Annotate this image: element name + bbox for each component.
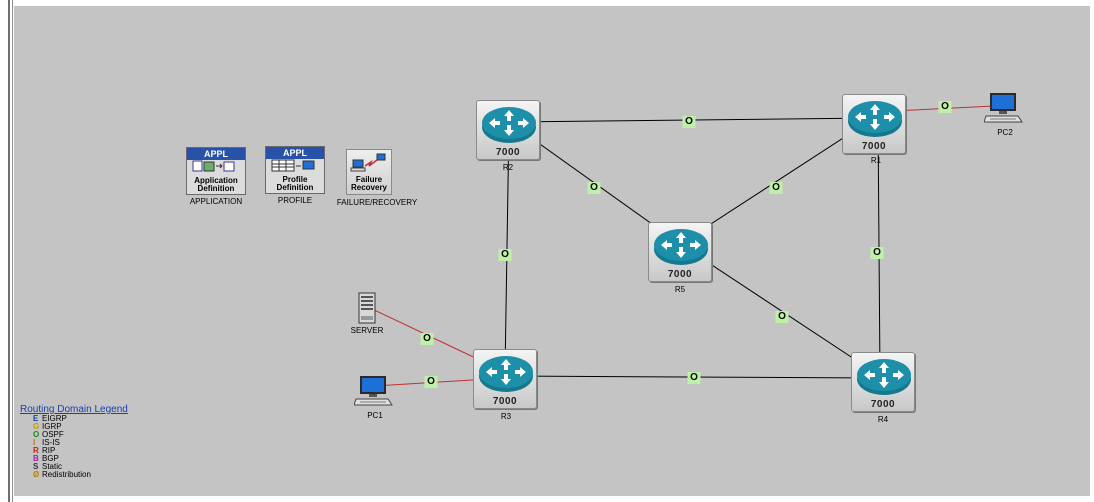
router-label-r1: R1 bbox=[870, 156, 882, 165]
left-border-inner bbox=[12, 0, 13, 502]
router-model: 7000 bbox=[492, 396, 518, 407]
pc2-label: PC2 bbox=[997, 128, 1013, 137]
pc1-workstation-icon[interactable] bbox=[354, 375, 394, 407]
router-icon bbox=[848, 101, 902, 137]
router-icon bbox=[654, 229, 708, 265]
profile-definition-object[interactable]: APPL Profile Definition bbox=[265, 146, 325, 194]
link-tag-server-r3[interactable]: O bbox=[420, 333, 434, 345]
router-label-r3: R3 bbox=[500, 412, 512, 421]
legend-title[interactable]: Routing Domain Legend bbox=[20, 404, 128, 415]
link-tag-r1-pc2[interactable]: O bbox=[938, 101, 952, 113]
link-tag-r2-r5[interactable]: O bbox=[587, 182, 601, 194]
server-label: SERVER bbox=[350, 326, 384, 335]
pc2-workstation-icon[interactable] bbox=[984, 92, 1024, 124]
application-header: APPL bbox=[187, 148, 245, 160]
router-icon bbox=[479, 356, 533, 392]
profile-icon bbox=[271, 159, 315, 172]
server-icon[interactable] bbox=[358, 292, 376, 324]
router-label-r2: R2 bbox=[502, 163, 514, 172]
link-tag-r1-r5[interactable]: O bbox=[769, 182, 783, 194]
router-r1[interactable]: 7000 bbox=[842, 94, 906, 154]
network-canvas[interactable]: O O O O O O O O O O 7000 R2 7000 R1 bbox=[14, 6, 1090, 496]
application-label: APPLICATION bbox=[189, 197, 243, 206]
router-label-r4: R4 bbox=[877, 415, 889, 424]
profile-header: APPL bbox=[266, 147, 324, 159]
profile-caption: Profile Definition bbox=[276, 175, 314, 192]
router-r3[interactable]: 7000 bbox=[473, 349, 537, 409]
router-model: 7000 bbox=[861, 141, 887, 152]
router-model: 7000 bbox=[870, 399, 896, 410]
link-tag-r2-r3[interactable]: O bbox=[498, 249, 512, 261]
pc1-label: PC1 bbox=[367, 411, 383, 420]
profile-label: PROFILE bbox=[277, 196, 313, 205]
router-r5[interactable]: 7000 bbox=[648, 222, 712, 282]
router-r2[interactable]: 7000 bbox=[476, 100, 540, 160]
application-icon bbox=[192, 160, 235, 172]
failure-recovery-object[interactable]: Failure Recovery bbox=[346, 149, 392, 195]
router-label-r5: R5 bbox=[674, 285, 686, 294]
link-layer bbox=[369, 105, 995, 387]
failure-recovery-caption: Failure Recovery bbox=[350, 175, 388, 192]
router-icon bbox=[857, 359, 911, 395]
router-r4[interactable]: 7000 bbox=[851, 352, 915, 412]
failure-recovery-icon bbox=[350, 153, 386, 172]
link-r1-r5[interactable] bbox=[679, 117, 875, 245]
failure-recovery-label: FAILURE/RECOVERY bbox=[336, 198, 418, 207]
link-tag-r5-r4[interactable]: O bbox=[775, 311, 789, 323]
link-r5-r4[interactable] bbox=[679, 243, 881, 377]
router-model: 7000 bbox=[667, 269, 693, 280]
application-definition-object[interactable]: APPL Application Definition bbox=[186, 147, 246, 195]
link-tag-r2-r1[interactable]: O bbox=[682, 116, 696, 128]
router-icon bbox=[482, 107, 536, 143]
left-border bbox=[8, 0, 10, 502]
application-caption: Application Definition bbox=[194, 176, 238, 193]
link-tag-r1-r4[interactable]: O bbox=[870, 247, 884, 259]
link-tag-r3-r4[interactable]: O bbox=[687, 372, 701, 384]
router-model: 7000 bbox=[495, 147, 521, 158]
link-tag-pc1-r3[interactable]: O bbox=[424, 376, 438, 388]
link-r2-r3[interactable] bbox=[504, 121, 510, 373]
